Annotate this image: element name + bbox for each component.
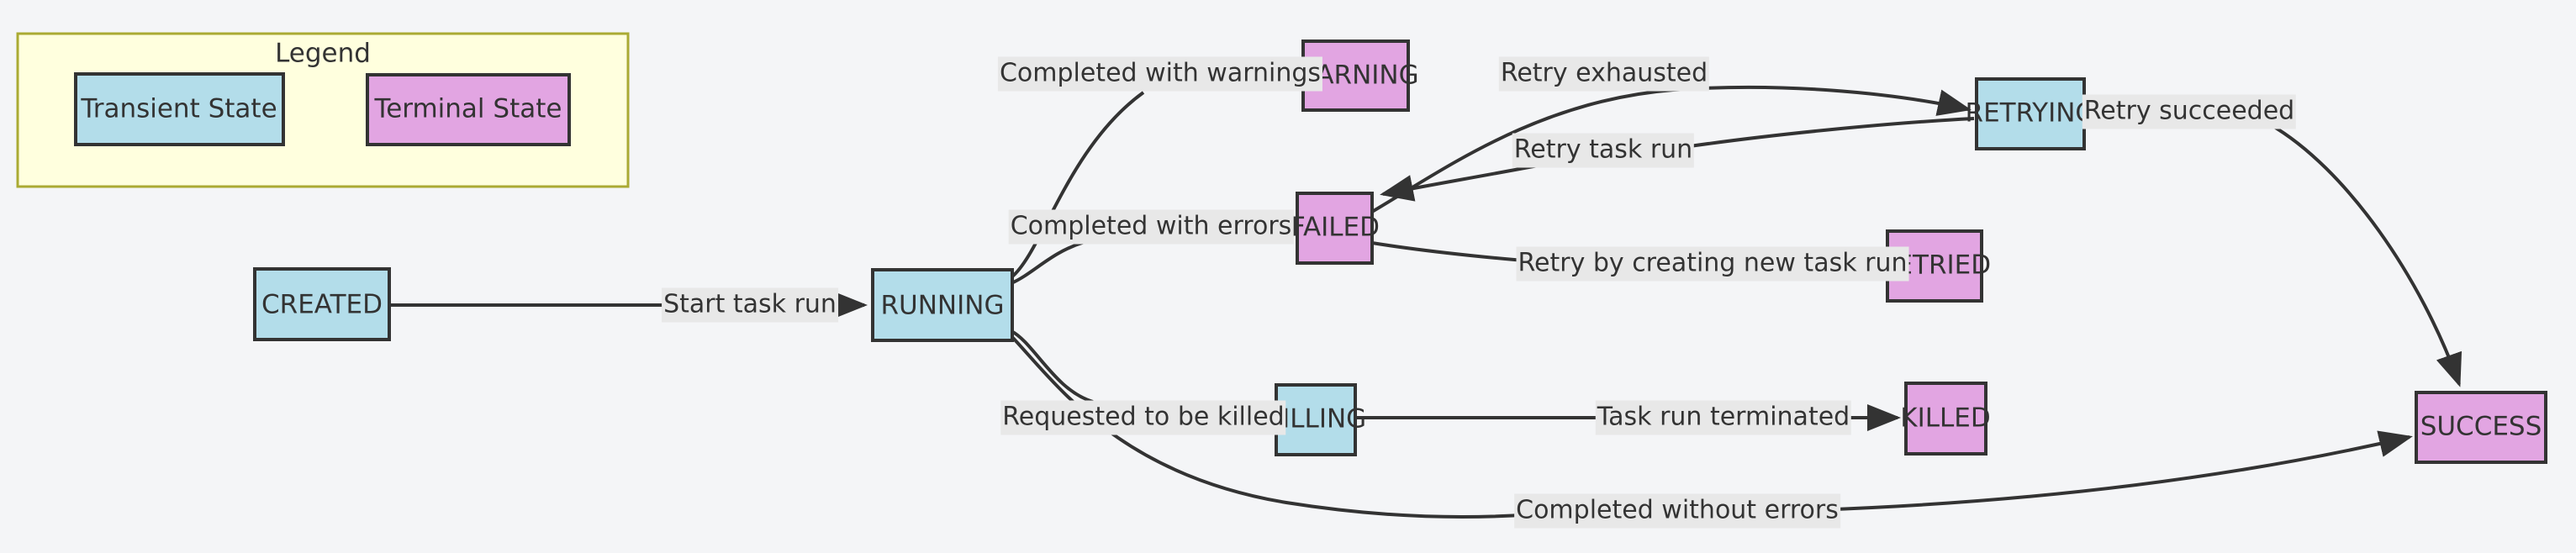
- node-created-label: CREATED: [261, 290, 383, 320]
- edge-label-retry-exhausted[interactable]: Retry exhausted: [1498, 56, 1710, 92]
- node-success-label: SUCCESS: [2420, 412, 2542, 442]
- node-running-label: RUNNING: [881, 291, 1005, 321]
- node-killed-rect[interactable]: [1904, 382, 1987, 456]
- node-created[interactable]: CREATED: [253, 267, 391, 341]
- node-created-rect[interactable]: [253, 267, 391, 341]
- edge-retrying-success-seg2[interactable]: [2268, 123, 2463, 387]
- node-running-rect[interactable]: [871, 268, 1014, 342]
- node-failed-rect[interactable]: [1296, 192, 1374, 265]
- edge-running-success-seg1[interactable]: [1010, 334, 1570, 519]
- edge-running-failed-seg1[interactable]: [1011, 240, 1085, 285]
- node-running[interactable]: RUNNING: [871, 268, 1014, 342]
- edge-running-killing-seg1[interactable]: [1010, 329, 1094, 403]
- edge-label-retry-by-creating-new-task-run[interactable]: Retry by creating new task run: [1516, 246, 1909, 282]
- node-retrying[interactable]: RETRYING: [1966, 77, 2096, 150]
- edge-label-retry-task-run[interactable]: Retry task run: [1512, 133, 1695, 168]
- edge-label-start-task-run[interactable]: Start task run: [662, 287, 838, 323]
- node-killed-label: KILLED: [1900, 403, 1990, 434]
- edge-label-requested-to-be-killed[interactable]: Requested to be killed: [1000, 400, 1286, 435]
- node-success-rect[interactable]: [2415, 391, 2547, 464]
- legend-swatch-transient: [74, 72, 285, 146]
- node-failed[interactable]: FAILED: [1291, 192, 1380, 265]
- legend-label-terminal: Terminal State: [374, 94, 562, 124]
- edge-label-completed-with-warnings[interactable]: Completed with warnings: [997, 56, 1323, 92]
- edge-running-success-seg2[interactable]: [1785, 430, 2413, 513]
- legend-swatch-terminal: [366, 73, 571, 146]
- edge-label-retry-succeeded[interactable]: Retry succeeded: [2082, 94, 2297, 129]
- edge-retrying-failed-seg2[interactable]: [1660, 117, 1975, 152]
- edge-label-completed-without-errors[interactable]: Completed without errors: [1514, 493, 1840, 529]
- edge-label-task-run-terminated[interactable]: Task run terminated: [1595, 400, 1852, 435]
- node-success[interactable]: SUCCESS: [2415, 391, 2547, 464]
- node-retrying-label: RETRYING: [1966, 98, 2096, 129]
- legend-title: Legend: [275, 39, 371, 69]
- node-killed[interactable]: KILLED: [1900, 382, 1991, 456]
- node-failed-label: FAILED: [1291, 213, 1380, 243]
- edge-label-completed-with-errors[interactable]: Completed with errors: [1008, 209, 1294, 245]
- edge-retrying-failed-seg1[interactable]: [1380, 162, 1548, 202]
- edge-running-warning-seg1[interactable]: [1010, 91, 1145, 279]
- legend-group: Legend Transient State Terminal State: [16, 32, 630, 188]
- node-retrying-rect[interactable]: [1975, 77, 2086, 150]
- legend-label-transient: Transient State: [80, 94, 277, 124]
